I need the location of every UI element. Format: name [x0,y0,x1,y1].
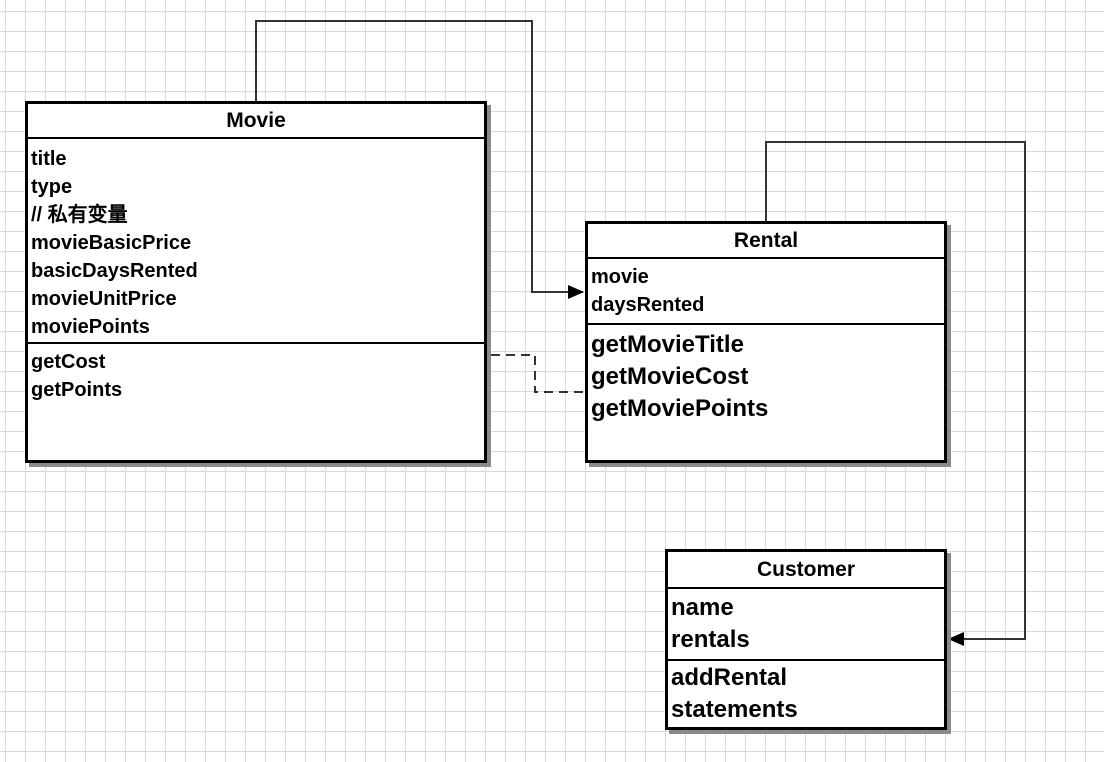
movie-operations: getCost getPoints [28,344,484,404]
customer-attributes: name rentals [668,589,944,661]
rental-operation: getMovieTitle [591,331,744,358]
movie-operation: getCost [31,351,106,373]
movie-attribute: type [31,176,73,198]
rental-customer-association [765,141,1026,646]
customer-attribute: name [671,594,734,621]
movie-attribute: movieUnitPrice [31,288,177,310]
movie-rental-association [255,20,584,299]
movie-comment: // 私有变量 [31,204,128,226]
movie-attribute: title [31,148,67,170]
rental-attribute: daysRented [591,294,705,316]
rental-class-name: Rental [588,224,944,259]
movie-attribute: basicDaysRented [31,260,198,282]
rental-operations: getMovieTitle getMovieCost getMoviePoint… [588,325,944,425]
customer-operations: addRental statements [668,661,944,726]
customer-class-name: Customer [668,552,944,589]
movie-attributes: title type // 私有变量 movieBasicPrice basic… [28,139,484,344]
movie-attribute: movieBasicPrice [31,232,192,254]
movie-attribute: moviePoints [31,316,150,338]
customer-class-box[interactable]: Customer name rentals addRental statemen… [665,549,947,730]
movie-operation: getPoints [31,379,123,401]
customer-operation: addRental [671,664,788,691]
rental-attribute: movie [591,266,649,288]
movie-class-box[interactable]: Movie title type // 私有变量 movieBasicPrice… [25,101,487,463]
rental-attributes: movie daysRented [588,259,944,325]
rental-movie-dependency [490,355,583,393]
rental-class-box[interactable]: Rental movie daysRented getMovieTitle ge… [585,221,947,463]
rental-operation: getMovieCost [591,363,749,390]
customer-operation: statements [671,696,798,723]
movie-class-name: Movie [28,104,484,139]
rental-operation: getMoviePoints [591,395,769,422]
customer-attribute: rentals [671,626,750,653]
